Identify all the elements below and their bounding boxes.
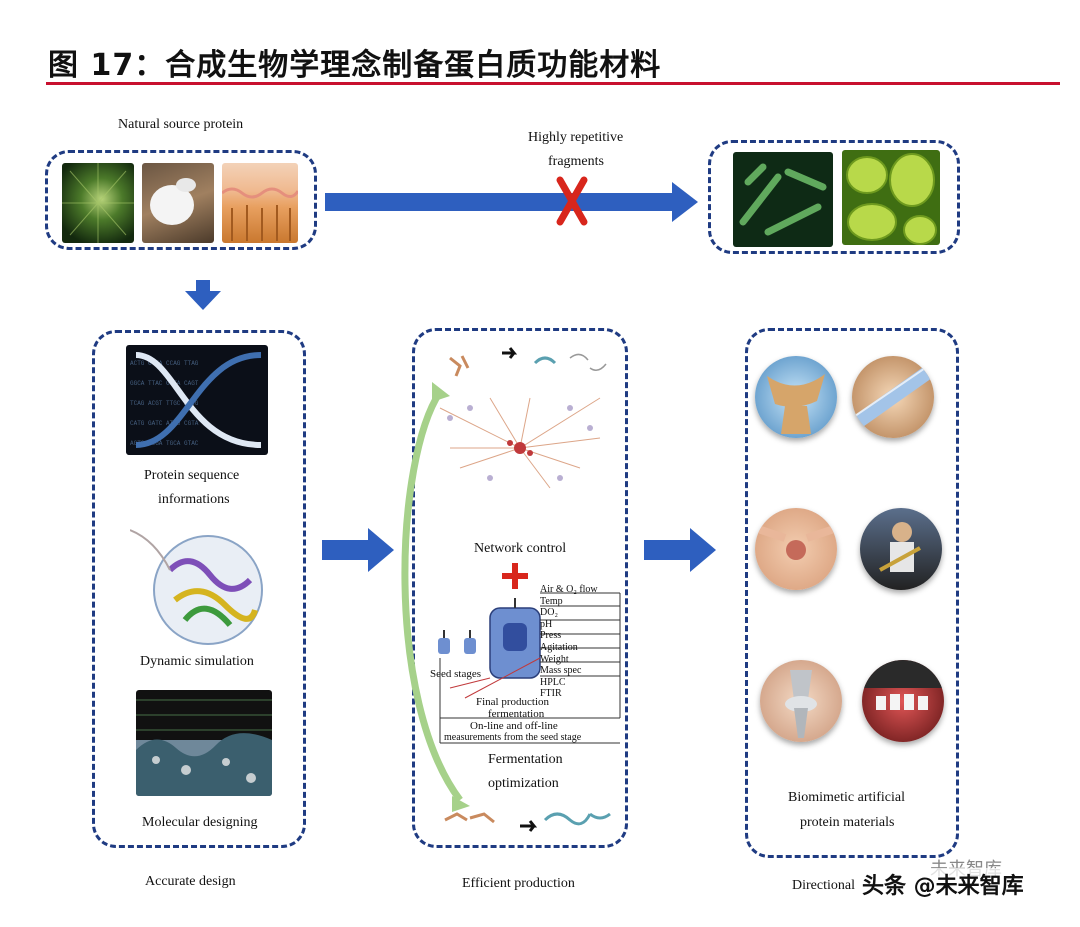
accurate-design-caption: Accurate design: [145, 874, 236, 889]
bacteria-image: [733, 152, 833, 247]
materials-label-line1: Biomimetic artificial: [788, 790, 906, 805]
directional-caption: Directional: [792, 878, 855, 893]
efficient-production-caption: Efficient production: [462, 876, 575, 891]
online-measure-line2: measurements from the seed stage: [444, 732, 582, 743]
down-arrow: [185, 280, 221, 310]
param-item: FTIR: [540, 688, 562, 700]
dental-image: [862, 660, 944, 742]
param-item: Air & O₂ flow: [540, 584, 598, 595]
fragments-label-line1: Highly repetitive: [528, 130, 624, 145]
svg-text:GGCA TTAC GGTA CAGT: GGCA TTAC GGTA CAGT: [130, 380, 199, 387]
param-item: Temp: [540, 595, 563, 607]
dynamic-simulation-label: Dynamic simulation: [140, 654, 254, 669]
fermentation-label-line1: Fermentation: [488, 752, 563, 767]
efficient-production-box: [412, 328, 628, 848]
bone-scaffold-image: [755, 356, 837, 438]
svg-text:AGTC CCGA TGCA GTAC: AGTC CCGA TGCA GTAC: [130, 440, 199, 447]
fermenter-diagram: [430, 588, 630, 748]
green-curve-arrow: [401, 382, 470, 812]
final-production-line2: fermentation: [488, 708, 545, 720]
leaf-image: [62, 163, 134, 243]
param-item: DO₂: [540, 607, 558, 619]
protein-assembly-image: [440, 800, 620, 840]
dna-helix-image: ACTG GTTA CCAG TTAG GGCA TTAC GGTA CAGT T…: [126, 345, 268, 455]
protein-structure-image: [129, 520, 270, 650]
molecular-design-image: [136, 690, 272, 796]
title-underline: [46, 82, 1060, 85]
molecular-designing-label: Molecular designing: [142, 815, 258, 830]
svg-text:TCAG ACGT TTGC AACG: TCAG ACGT TTGC AACG: [130, 400, 199, 407]
natural-source-label: Natural source protein: [118, 117, 244, 132]
yeast-cells-image: [842, 150, 940, 245]
network-control-label: Network control: [474, 541, 567, 556]
skin-tissue-image: [222, 163, 298, 243]
param-item: Mass spec: [540, 665, 582, 677]
materials-label-line2: protein materials: [800, 815, 895, 830]
accurate-design-box: [92, 330, 306, 848]
param-list: Air & O₂ flow Temp DO₂ pH Press Agitatio…: [540, 584, 598, 700]
svg-text:CATG GATC ATTG CGTA: CATG GATC ATTG CGTA: [130, 420, 199, 427]
wound-dressing-image: [755, 508, 837, 590]
joint-implant-image: [760, 660, 842, 742]
silk-cocoon-image: [142, 163, 214, 243]
online-measure-line1: On-line and off-line: [470, 720, 558, 732]
fragments-label-line2: fragments: [548, 154, 604, 169]
seq-label-line2: informations: [158, 492, 230, 507]
add-icon: [502, 563, 528, 589]
fermentation-label-line2: optimization: [488, 776, 559, 791]
param-item: Agitation: [540, 641, 578, 653]
seed-stages-label: Seed stages: [430, 668, 482, 680]
right-arrow-design-to-production: [322, 528, 394, 572]
athlete-image: [860, 508, 942, 590]
param-item: pH: [540, 618, 553, 630]
blocked-x-mark: [556, 176, 588, 226]
materials-box: [745, 328, 959, 858]
protein-network-image: [430, 338, 615, 503]
long-arrow-top: [325, 182, 698, 222]
natural-source-box: [45, 150, 317, 250]
watermark: 头条 @未来智库: [858, 868, 1028, 900]
svg-text:ACTG GTTA CCAG TTAG: ACTG GTTA CCAG TTAG: [130, 360, 199, 367]
param-item: Press: [540, 630, 562, 642]
figure-title: 图 17：合成生物学理念制备蛋白质功能材料: [48, 48, 662, 83]
seq-label-line1: Protein sequence: [144, 468, 240, 483]
final-production-line1: Final production: [476, 696, 550, 708]
microbe-box: [708, 140, 960, 254]
param-item: HPLC: [540, 676, 566, 688]
right-arrow-production-to-materials: [644, 528, 716, 572]
param-item: Weight: [540, 653, 569, 665]
